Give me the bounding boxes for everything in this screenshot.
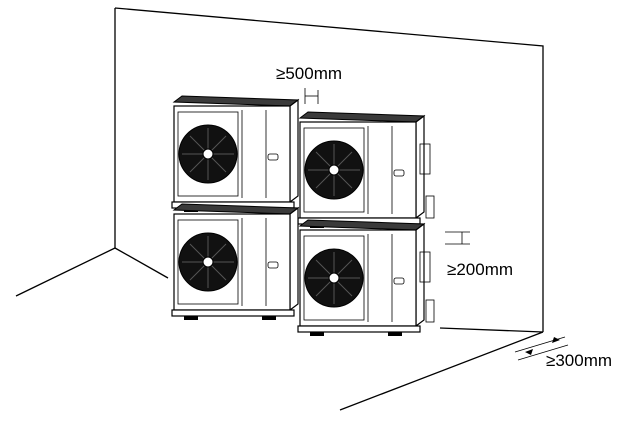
unit-top-left [171, 95, 299, 213]
wall [114, 7, 544, 332]
wall-gap-marker [514, 336, 569, 361]
floor [15, 247, 544, 411]
top-gap-label: ≥500mm [276, 64, 343, 83]
unit-bottom-left [171, 203, 299, 321]
unit-top-right [297, 111, 425, 229]
wall-gap-label: ≥300mm [546, 351, 613, 370]
pipe-connections [419, 143, 435, 323]
unit-bottom-right [297, 219, 425, 337]
vertical-gap-marker [445, 231, 470, 245]
vertical-gap-label: ≥200mm [447, 260, 514, 279]
top-gap-marker [304, 88, 319, 104]
